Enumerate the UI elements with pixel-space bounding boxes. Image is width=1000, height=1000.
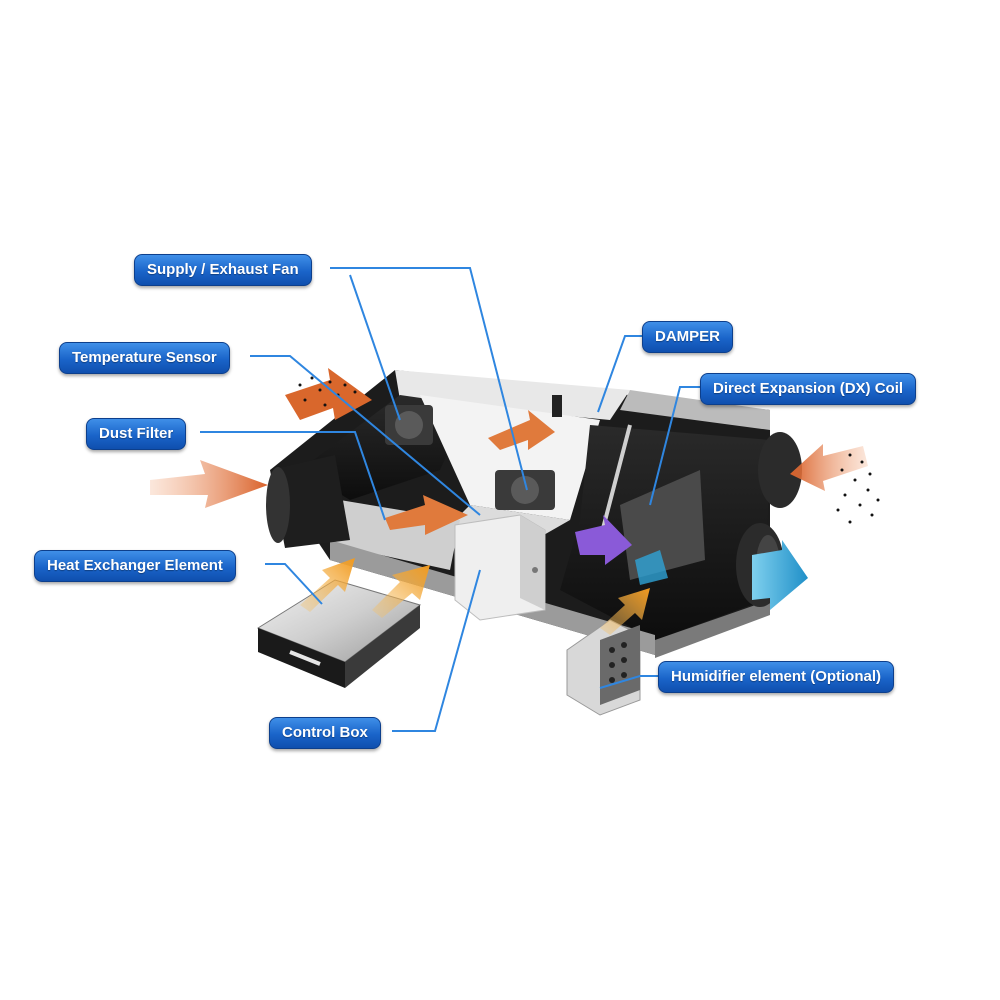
cooling-arrow-icon	[575, 515, 632, 565]
exhaust-arrow-icon	[285, 368, 868, 535]
control-box	[454, 514, 546, 621]
intake-arrow-icon	[150, 460, 268, 508]
dx-coil-label: Direct Expansion (DX) Coil	[700, 373, 917, 405]
heat-exchanger-element-label: Heat Exchanger Element	[34, 550, 236, 582]
fan-units	[385, 395, 562, 510]
heat-exchanger-element	[256, 579, 422, 688]
humidifier-element	[566, 619, 641, 716]
leader-lines	[200, 267, 703, 732]
heat-flow-arrow-icon	[300, 558, 650, 635]
humidifier-element-label: Humidifier element (Optional)	[658, 661, 895, 693]
intake-duct	[266, 455, 350, 548]
control-box-label: Control Box	[269, 717, 381, 749]
supply-exhaust-fan-label: Supply / Exhaust Fan	[134, 254, 312, 286]
temperature-sensor-label: Temperature Sensor	[59, 342, 230, 374]
dust-filter-label: Dust Filter	[86, 418, 187, 450]
supply-arrow-icon	[635, 540, 808, 610]
damper-label: DAMPER	[642, 321, 734, 353]
